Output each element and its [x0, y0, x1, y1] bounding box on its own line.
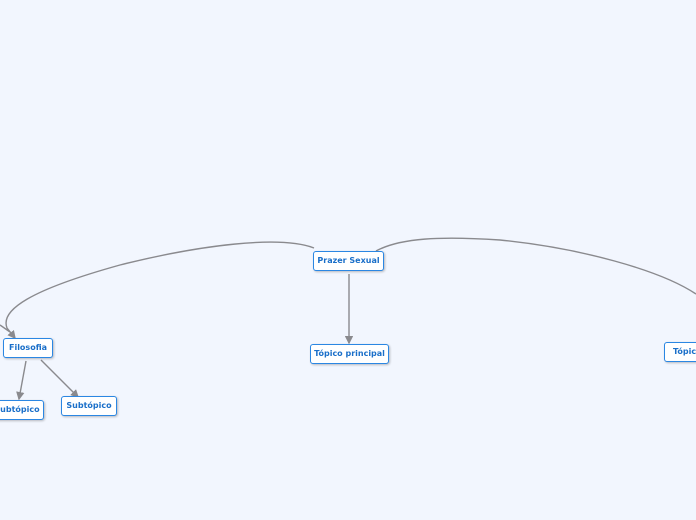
connector-central-right: [375, 237, 696, 295]
main-topic-node[interactable]: Tópico principal: [310, 344, 389, 364]
filosofia-node[interactable]: Filosofia: [3, 338, 53, 358]
connector-offscreen-filosofia: [0, 324, 11, 333]
right-topic-node[interactable]: Tópico: [664, 342, 696, 362]
connector-filosofia-sub2: [40, 359, 79, 398]
connector-filosofia-sub1: [16, 360, 27, 401]
connector-central-filosofia: [5, 241, 315, 340]
subtopic-node[interactable]: Subtópico: [61, 396, 117, 416]
subtopic-node[interactable]: Subtópico: [0, 400, 44, 420]
central-topic-node[interactable]: Prazer Sexual: [313, 251, 384, 271]
